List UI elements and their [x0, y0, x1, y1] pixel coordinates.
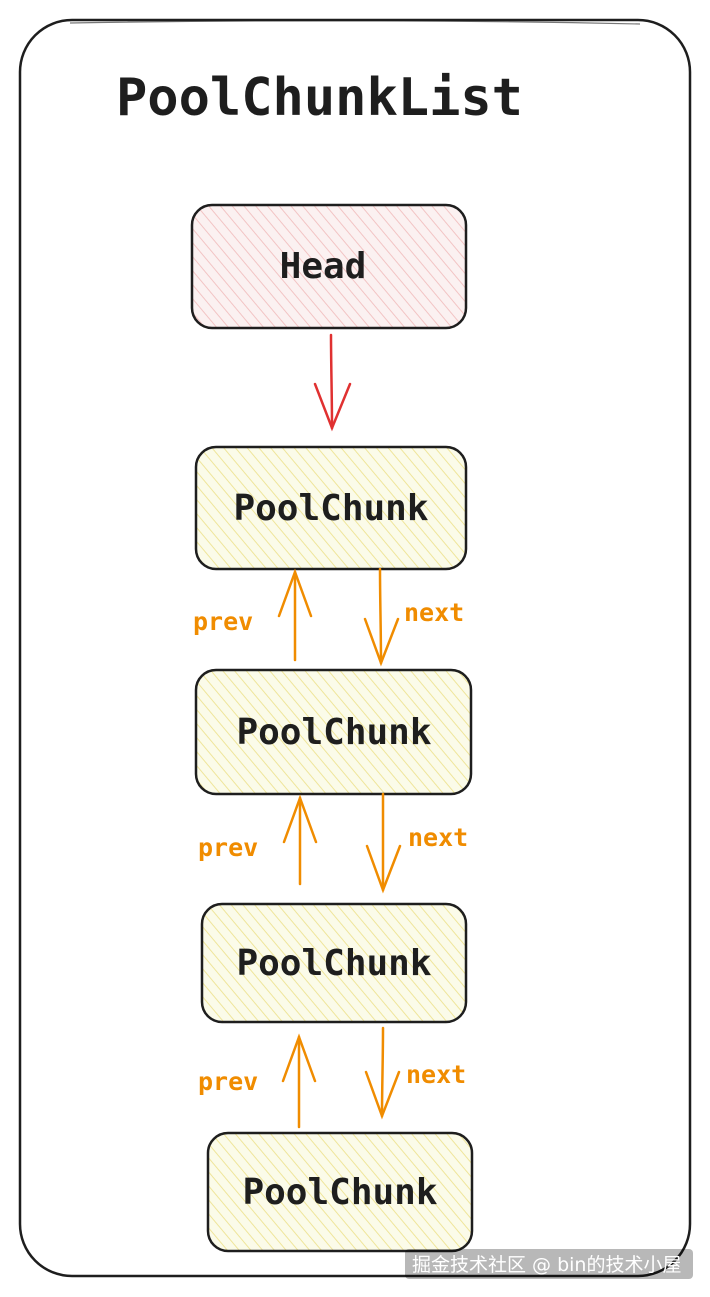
pool-chunk-node: PoolChunk [194, 445, 468, 571]
next-label: next [408, 823, 468, 852]
head-node: Head [190, 203, 468, 330]
next-label: next [404, 598, 464, 627]
pool-chunk-label: PoolChunk [233, 488, 428, 529]
head-arrow [313, 333, 352, 432]
next-label: next [406, 1060, 466, 1089]
watermark-text: 掘金技术社区 @ bin的技术小屋 [412, 1254, 681, 1276]
watermark: 掘金技术社区 @ bin的技术小屋 [405, 1249, 693, 1279]
pool-chunk-node: PoolChunk [200, 902, 468, 1024]
diagram-title: PoolChunkList [116, 68, 523, 128]
pool-chunk-label: PoolChunk [236, 943, 431, 984]
pool-chunk-node: PoolChunk [206, 1131, 474, 1253]
list-container-sketch-edge [69, 20, 641, 25]
head-label: Head [280, 246, 367, 287]
prev-arrow [277, 568, 313, 662]
prev-label: prev [198, 1067, 258, 1096]
prev-label: prev [198, 833, 258, 862]
pool-chunk-node: PoolChunk [194, 668, 473, 796]
pool-chunk-label: PoolChunk [242, 1172, 437, 1213]
next-arrow [365, 792, 402, 894]
prev-arrow [282, 794, 318, 886]
list-container [18, 18, 692, 1278]
prev-label: prev [193, 607, 253, 636]
pool-chunk-label: PoolChunk [236, 712, 431, 753]
next-arrow [363, 567, 400, 667]
prev-arrow [281, 1033, 317, 1129]
next-arrow [364, 1026, 401, 1120]
